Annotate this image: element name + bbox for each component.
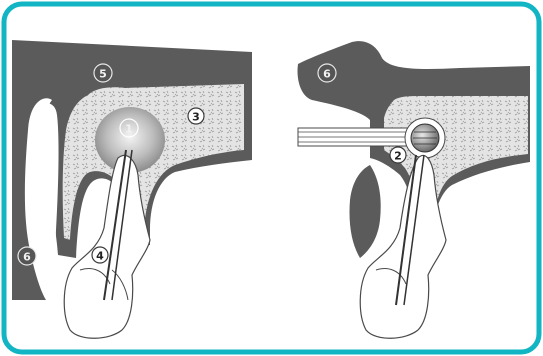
label-2: 2 [390, 147, 406, 163]
label-5-text: 5 [99, 68, 107, 81]
label-3-text: 3 [192, 111, 200, 124]
label-4: 4 [92, 247, 108, 263]
label-6-right: 6 [318, 64, 336, 82]
label-6-left-text: 6 [23, 251, 31, 264]
label-1-text: 1 [125, 123, 133, 136]
label-4-text: 4 [96, 250, 104, 263]
label-5: 5 [94, 64, 112, 82]
label-6-left: 6 [18, 247, 36, 265]
label-2-text: 2 [394, 150, 402, 163]
label-3: 3 [188, 108, 204, 124]
label-6-right-text: 6 [323, 68, 331, 81]
